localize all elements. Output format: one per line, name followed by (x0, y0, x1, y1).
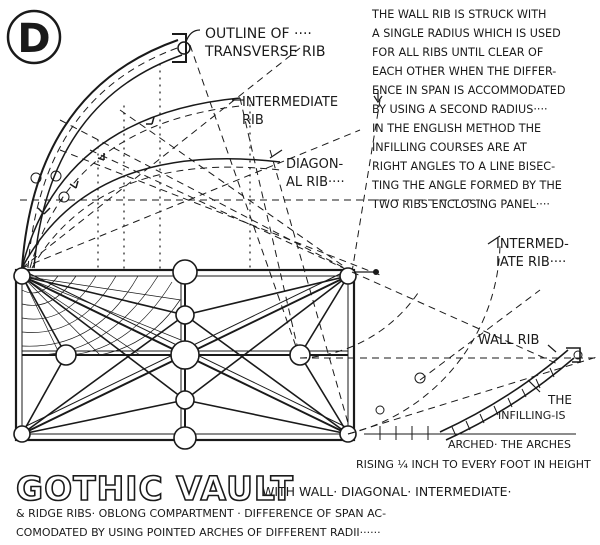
label-intermediate-rib-line2: RIB (242, 113, 264, 128)
label-infilling-line2: INFILLING-IS (498, 409, 566, 422)
description-line: EACH OTHER WHEN THE DIFFER- (372, 65, 556, 78)
label-intermediate-rib-right-line1: INTERMED- (496, 237, 569, 252)
label-wall-rib: WALL RIB (478, 333, 539, 348)
caption-line3: COMODATED BY USING POINTED ARCHES OF DIF… (16, 526, 381, 539)
description-block: THE WALL RIB IS STRUCK WITH A SINGLE RAD… (371, 8, 565, 211)
label-rising: RISING ¼ INCH TO EVERY FOOT IN HEIGHT (356, 458, 591, 471)
plate-letter-badge: D (6, 9, 62, 65)
label-infilling-line1: THE (547, 393, 572, 407)
diagonal-rib-curve (21, 158, 281, 269)
transverse-rib-outer (21, 39, 179, 269)
label-intermediate-rib-right-line2: IATE RIB···· (496, 255, 566, 270)
label-infilling-line3: ARCHED· THE ARCHES (448, 438, 571, 451)
right-rib-arcs (299, 244, 600, 441)
description-line: ENCE IN SPAN IS ACCOMMODATED (372, 84, 565, 97)
label-diagonal-rib-line1: DIAGON- (286, 157, 344, 172)
rib-labels: OUTLINE OF ···· TRANSVERSE RIB INTERMEDI… (204, 26, 591, 471)
description-line: TING THE ANGLE FORMED BY THE (371, 179, 562, 192)
intermediate-rib-curve (21, 97, 241, 269)
wall-rib-arc (439, 349, 569, 433)
caption-line2: & RIDGE RIBS· OBLONG COMPARTMENT · DIFFE… (16, 507, 386, 520)
description-line: IN THE ENGLISH METHOD THE (372, 122, 541, 135)
label-diagonal-rib-line2: AL RIB···· (286, 175, 345, 190)
label-leaders (185, 29, 557, 393)
caption-title: GOTHIC VAULT (16, 469, 294, 508)
description-line: A SINGLE RADIUS WHICH IS USED (372, 27, 561, 40)
label-outline-transverse-line2: TRANSVERSE RIB (204, 44, 325, 60)
description-line: THE WALL RIB IS STRUCK WITH (371, 8, 546, 21)
compartment-plan (13, 259, 379, 450)
description-line: RIGHT ANGLES TO A LINE BISEC- (372, 160, 555, 173)
caption: GOTHIC VAULT WITH WALL· DIAGONAL· INTERM… (15, 468, 511, 539)
caption-line1: WITH WALL· DIAGONAL· INTERMEDIATE· (262, 484, 511, 499)
description-line: INFILLING COURSES ARE AT (372, 141, 527, 154)
rib-bosses (13, 259, 357, 450)
description-line: TWO RIBS ENCLOSING PANEL···· (371, 198, 550, 211)
rib-elevation (20, 33, 480, 431)
description-line: BY USING A SECOND RADIUS···· (372, 103, 548, 116)
transverse-rib-inner (33, 54, 183, 269)
label-intermediate-rib-line1: INTERMEDIATE (242, 95, 338, 110)
plate-letter: D (17, 16, 50, 62)
label-outline-transverse-line1: OUTLINE OF ···· (205, 26, 312, 42)
description-line: FOR ALL RIBS UNTIL CLEAR OF (372, 46, 543, 59)
